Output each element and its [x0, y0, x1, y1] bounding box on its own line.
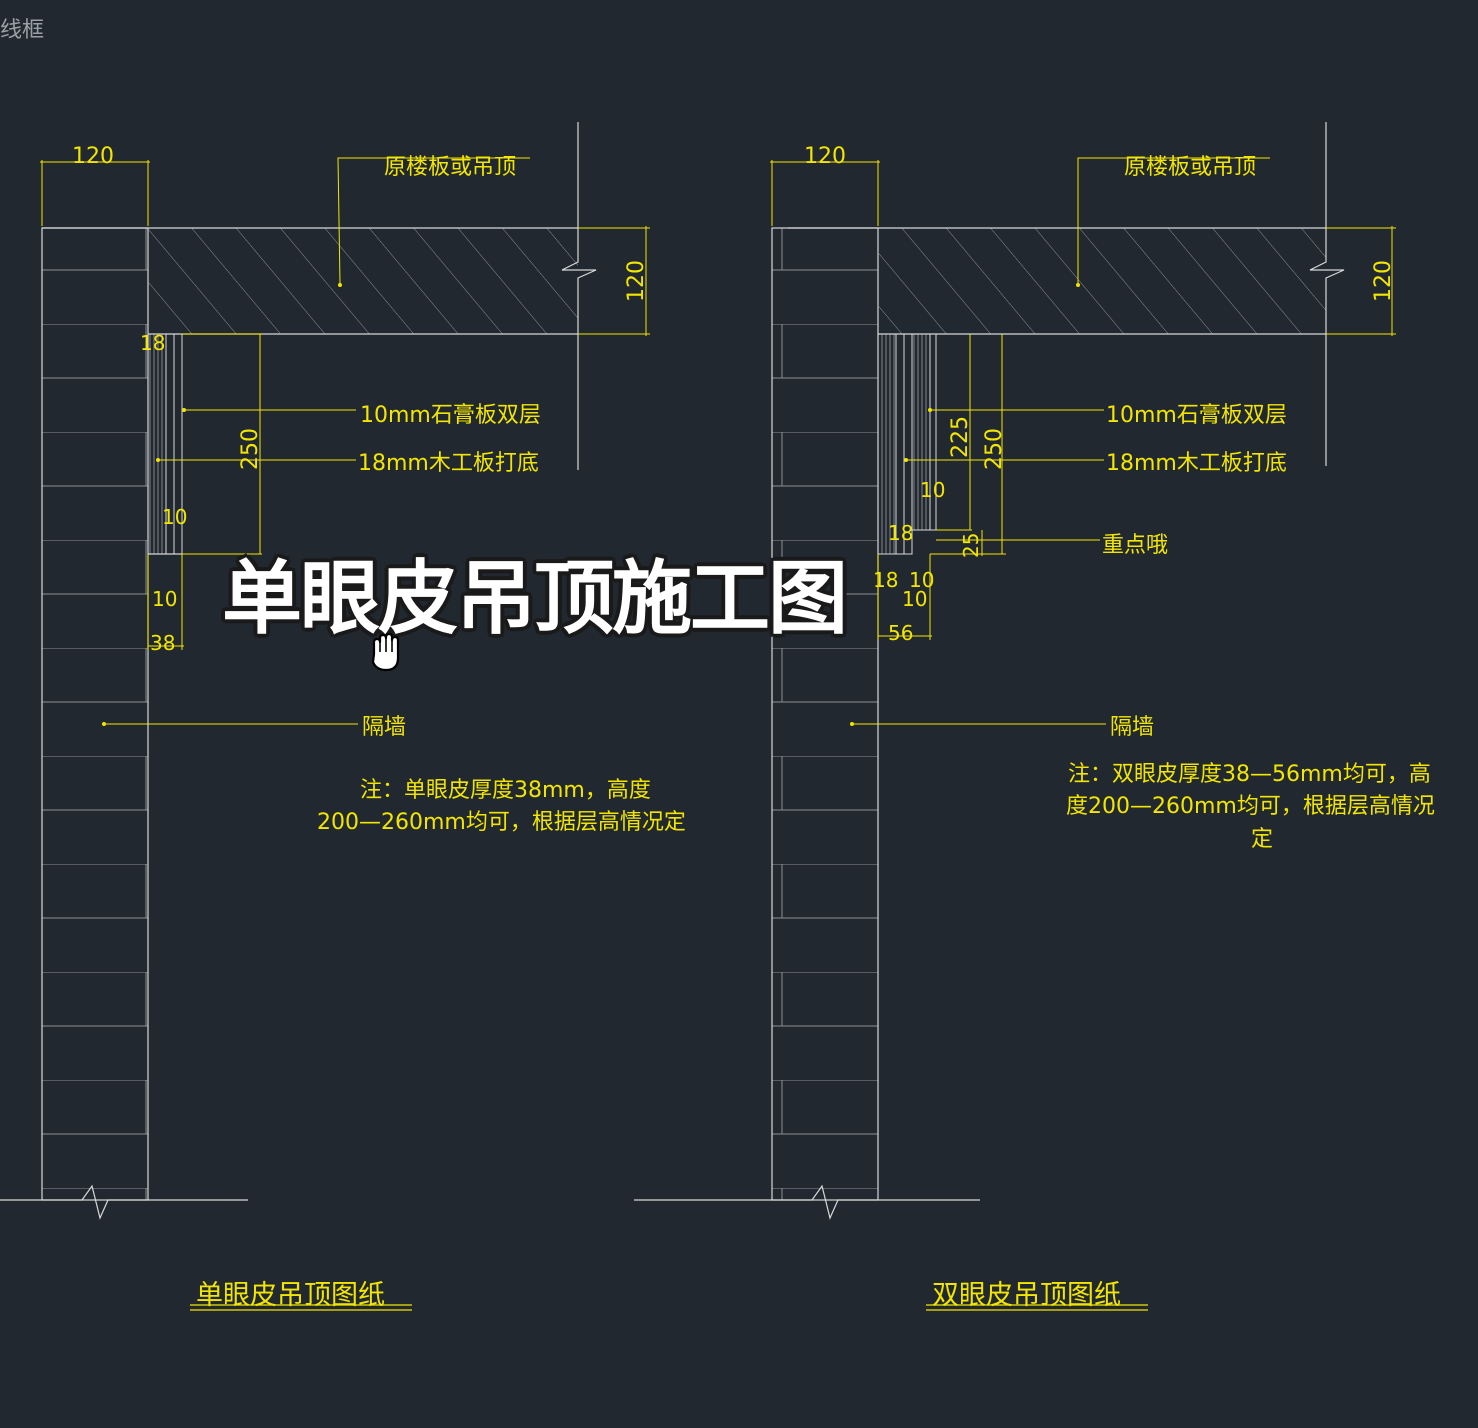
- double-eyelid-section: 120 原楼板或吊顶 120 10mm石膏板双层 18mm木工板打底 225 2…: [634, 122, 1435, 1311]
- right-dim-10-b: 10: [909, 568, 934, 592]
- left-label-gypsum: 10mm石膏板双层: [360, 403, 541, 428]
- left-break-line: [561, 122, 597, 470]
- left-dim-38: 38: [150, 631, 175, 655]
- right-dim-10-a: 10: [920, 478, 945, 502]
- right-slab-hatch: [878, 228, 1326, 334]
- left-note-line-1: 注：单眼皮厚度38mm，高度: [360, 778, 651, 803]
- left-dim-slab-thickness: 120: [624, 260, 649, 302]
- right-dim-18-a: 18: [888, 521, 913, 545]
- right-label-wall: 隔墙: [1110, 715, 1154, 740]
- left-dim-wall-width: 120: [72, 144, 114, 169]
- right-dim-slab-thickness: 120: [1371, 260, 1396, 302]
- right-dim-wall-width: 120: [804, 144, 846, 169]
- left-dim-10-a: 10: [162, 505, 187, 529]
- right-label-key: 重点哦: [1102, 533, 1168, 558]
- left-label-plywood: 18mm木工板打底: [358, 451, 539, 476]
- left-label-slab: 原楼板或吊顶: [384, 155, 516, 180]
- right-label-gypsum: 10mm石膏板双层: [1106, 403, 1287, 428]
- right-dim-56: 56: [888, 621, 913, 645]
- right-dim-10-c: 10: [902, 587, 927, 611]
- single-eyelid-section: 120 原楼板或吊顶 120 18 10mm石膏板双层 18mm木工板打底 25…: [0, 122, 686, 1311]
- right-dim-250: 250: [982, 428, 1007, 470]
- view-style-label[interactable]: 线框: [0, 18, 45, 43]
- pan-hand-cursor-icon: [371, 632, 400, 672]
- right-note-line-2: 度200—260mm均可，根据层高情况: [1066, 794, 1435, 819]
- left-caption: 单眼皮吊顶图纸: [196, 1280, 385, 1311]
- left-dim-10-b: 10: [152, 587, 177, 611]
- left-wall-bricks: [41, 227, 149, 1201]
- right-break-line: [1309, 122, 1345, 466]
- left-dim-250: 250: [238, 428, 263, 470]
- right-dim-18-b: 18: [873, 568, 898, 592]
- right-caption: 双眼皮吊顶图纸: [932, 1280, 1121, 1311]
- left-label-wall: 隔墙: [362, 715, 406, 740]
- right-inner-gypsum: [929, 333, 937, 531]
- right-wall-bricks: [771, 227, 879, 1201]
- right-label-plywood: 18mm木工板打底: [1106, 451, 1287, 476]
- right-dim-25: 25: [959, 533, 983, 558]
- right-note-line-1: 注：双眼皮厚度38—56mm均可，高: [1068, 762, 1431, 787]
- left-dim-18: 18: [140, 331, 165, 355]
- right-label-slab: 原楼板或吊顶: [1124, 155, 1256, 180]
- right-floor-break: [634, 1184, 980, 1220]
- video-overlay-title: 单眼皮吊顶施工图: [222, 552, 848, 645]
- left-slab-hatch: [148, 228, 578, 334]
- right-dim-225: 225: [948, 416, 973, 458]
- right-note-line-3: 定: [1251, 827, 1273, 852]
- left-note-line-2: 200—260mm均可，根据层高情况定: [317, 810, 686, 835]
- left-floor-break: [0, 1184, 248, 1220]
